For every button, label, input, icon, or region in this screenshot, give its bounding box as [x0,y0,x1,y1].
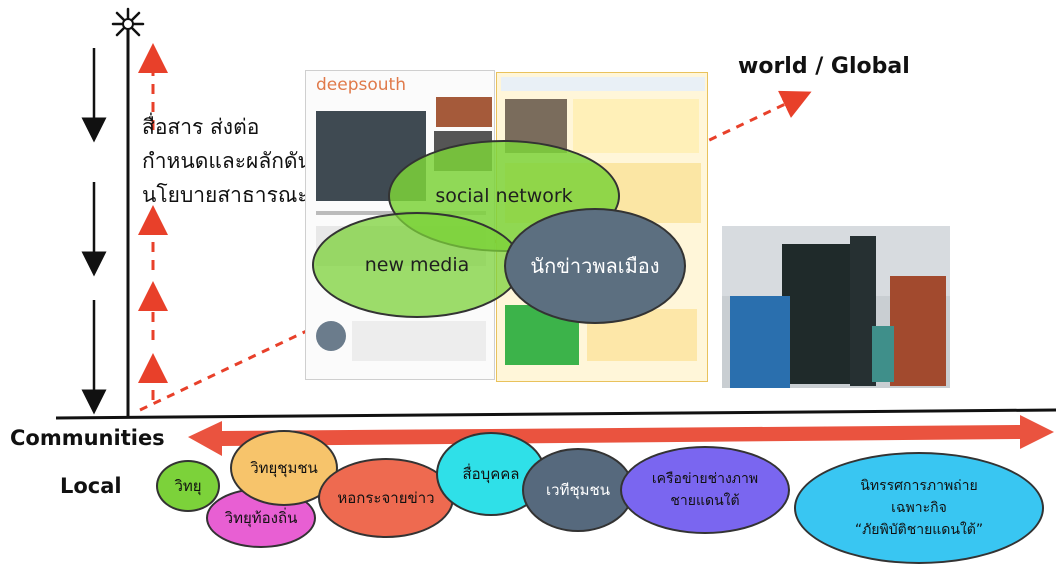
side-text-line: สื่อสาร ส่งต่อ [142,115,260,139]
photo-network-label: เครือข่ายช่างภาพ ชายแดนใต้ [652,468,758,512]
photo-exhibition-line: เฉพาะกิจ [891,500,947,516]
screenshot-thumbs [436,97,492,127]
photo-person [872,326,894,382]
radio-label: วิทยุ [174,477,202,495]
community-stage-ellipse: เวทีชุมชน [522,448,634,532]
news-tower-ellipse: หอกระจายข่าว [318,458,454,538]
screenshot-header [501,77,705,91]
person-media-label: สื่อบุคคล [462,465,520,483]
global-label: world / Global [738,54,910,79]
photo-exhibition-ellipse: นิทรรศการภาพถ่าย เฉพาะกิจ “ภัยพิบัติชายแ… [794,452,1044,564]
photo-display-post [850,236,876,386]
local-radio-label: วิทยุท้องถิ่น [224,509,298,527]
new-media-ellipse: new media [312,212,522,318]
radio-ellipse: วิทยุ [156,460,220,512]
screenshot-text-box [573,99,699,153]
photo-exhibition-label: นิทรรศการภาพถ่าย เฉพาะกิจ “ภัยพิบัติชายแ… [855,475,983,541]
screenshot-avatar [316,321,346,351]
photo-exhibition-line: “ภัยพิบัติชายแดนใต้” [854,522,984,538]
side-text: สื่อสาร ส่งต่อ กำหนดและผลักดัน นโยบายสาธ… [142,110,312,212]
screenshot-post [352,321,486,361]
photo-display-board [782,244,862,384]
citizen-reporter-ellipse: นักข่าวพลเมือง [504,208,686,324]
new-media-label: new media [364,254,470,276]
screenshot-brand: deepsouth [316,75,406,95]
community-stage-label: เวทีชุมชน [546,481,610,499]
news-tower-label: หอกระจายข่าว [337,489,435,507]
local-label: Local [60,474,122,498]
side-text-line: นโยบายสาธารณะ [142,183,309,207]
photo-man [890,276,946,386]
photo-exhibition-line: นิทรรศการภาพถ่าย [860,478,978,494]
photo-people [730,296,790,388]
community-photo [722,226,950,388]
social-network-label: social network [435,185,573,207]
sun-icon [111,7,145,41]
citizen-reporter-label: นักข่าวพลเมือง [530,254,660,278]
double-headed-arrow-icon [188,415,1054,456]
side-text-line: กำหนดและผลักดัน [142,149,312,173]
horizontal-axis [55,408,1056,420]
photo-network-line: ชายแดนใต้ [670,493,740,509]
communities-label: Communities [10,426,165,450]
community-radio-label: วิทยุชุมชน [250,459,318,477]
photo-network-ellipse: เครือข่ายช่างภาพ ชายแดนใต้ [620,446,790,534]
photo-network-line: เครือข่ายช่างภาพ [651,471,759,487]
